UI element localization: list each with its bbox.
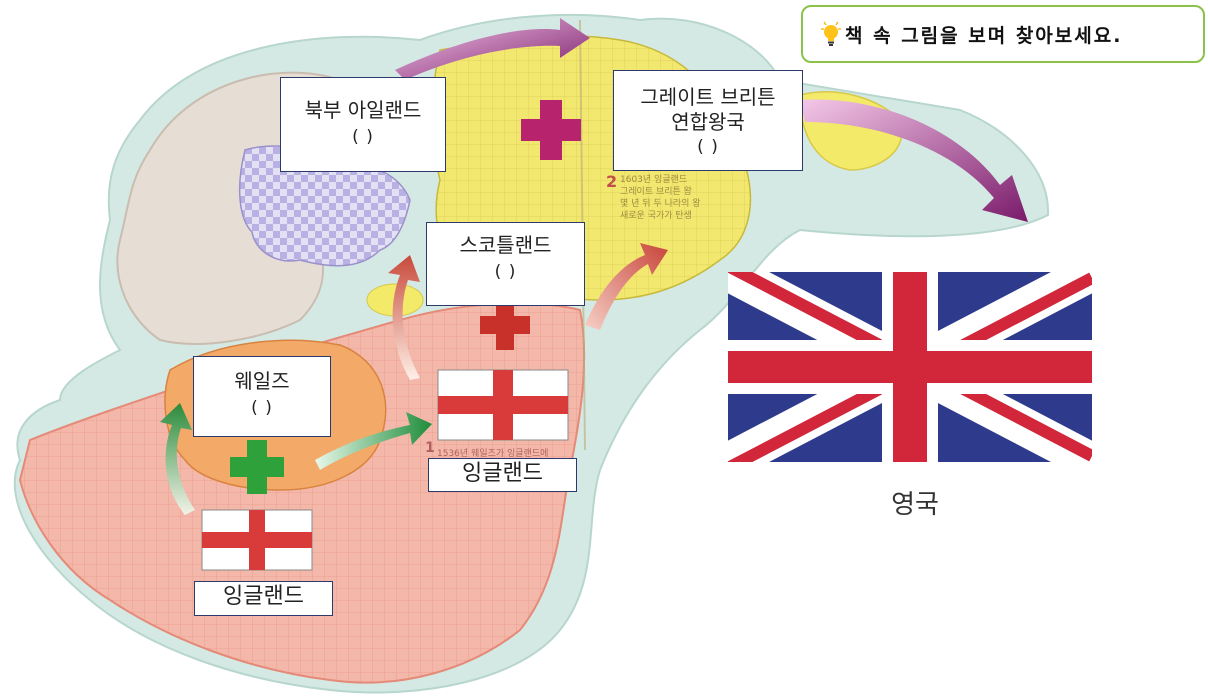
green-cross-icon — [230, 440, 284, 494]
answer-blank-scotland[interactable]: ( ) — [494, 262, 517, 282]
hint-text: 책 속 그림을 보며 찾아보세요. — [845, 24, 1123, 47]
step-2-number: 2 — [606, 172, 618, 191]
red-arrow-diagonal — [585, 243, 668, 330]
england-flag-bottom — [201, 509, 313, 571]
answer-blank-great-britain[interactable]: ( ) — [697, 137, 719, 157]
step-2-line-4: 새로운 국가가 탄생 — [620, 211, 692, 221]
label-scotland: 스코틀랜드 ( ) — [426, 222, 585, 306]
step-1-number: 1 — [425, 440, 435, 456]
answer-blank-northern-ireland[interactable]: ( ) — [352, 127, 374, 147]
answer-blank-wales[interactable]: ( ) — [251, 398, 273, 418]
label-great-britain: 그레이트 브리튼 연합왕국 ( ) — [613, 70, 803, 171]
red-cross-icon — [480, 300, 530, 350]
purple-arrow-top — [395, 18, 590, 80]
label-wales: 웨일즈 ( ) — [193, 356, 331, 437]
step-2-line-1: 1603년 잉글랜드 — [620, 175, 688, 185]
label-northern-ireland-name: 북부 아일랜드 — [304, 98, 422, 122]
england-flag-center — [437, 369, 569, 441]
step-2-line-3: 몇 년 뒤 두 나라의 왕 — [620, 199, 701, 209]
label-england-bottom: 잉글랜드 — [194, 581, 333, 616]
label-scotland-name: 스코틀랜드 — [459, 233, 552, 257]
lightbulb-icon — [821, 21, 841, 46]
label-wales-name: 웨일즈 — [234, 369, 290, 393]
purple-arrow-right — [800, 99, 1028, 222]
green-arrow-horizontal — [315, 412, 432, 470]
label-england-center: 잉글랜드 — [428, 458, 577, 492]
label-great-britain-line2: 연합왕국 — [671, 110, 745, 134]
uk-flag-caption: 영국 — [891, 490, 939, 520]
step-1-text: 1536년 웨일즈가 잉글랜드에 — [437, 449, 549, 459]
label-great-britain-line1: 그레이트 브리튼 — [640, 85, 776, 109]
hint-box: 책 속 그림을 보며 찾아보세요. — [801, 5, 1205, 63]
label-northern-ireland: 북부 아일랜드 ( ) — [280, 77, 446, 172]
united-kingdom-flag — [728, 272, 1092, 462]
step-2-line-2: 그레이트 브리튼 왕 — [620, 187, 692, 197]
magenta-cross-icon — [521, 100, 581, 160]
green-arrow-vertical — [160, 403, 195, 515]
red-arrow-vertical — [388, 255, 420, 380]
